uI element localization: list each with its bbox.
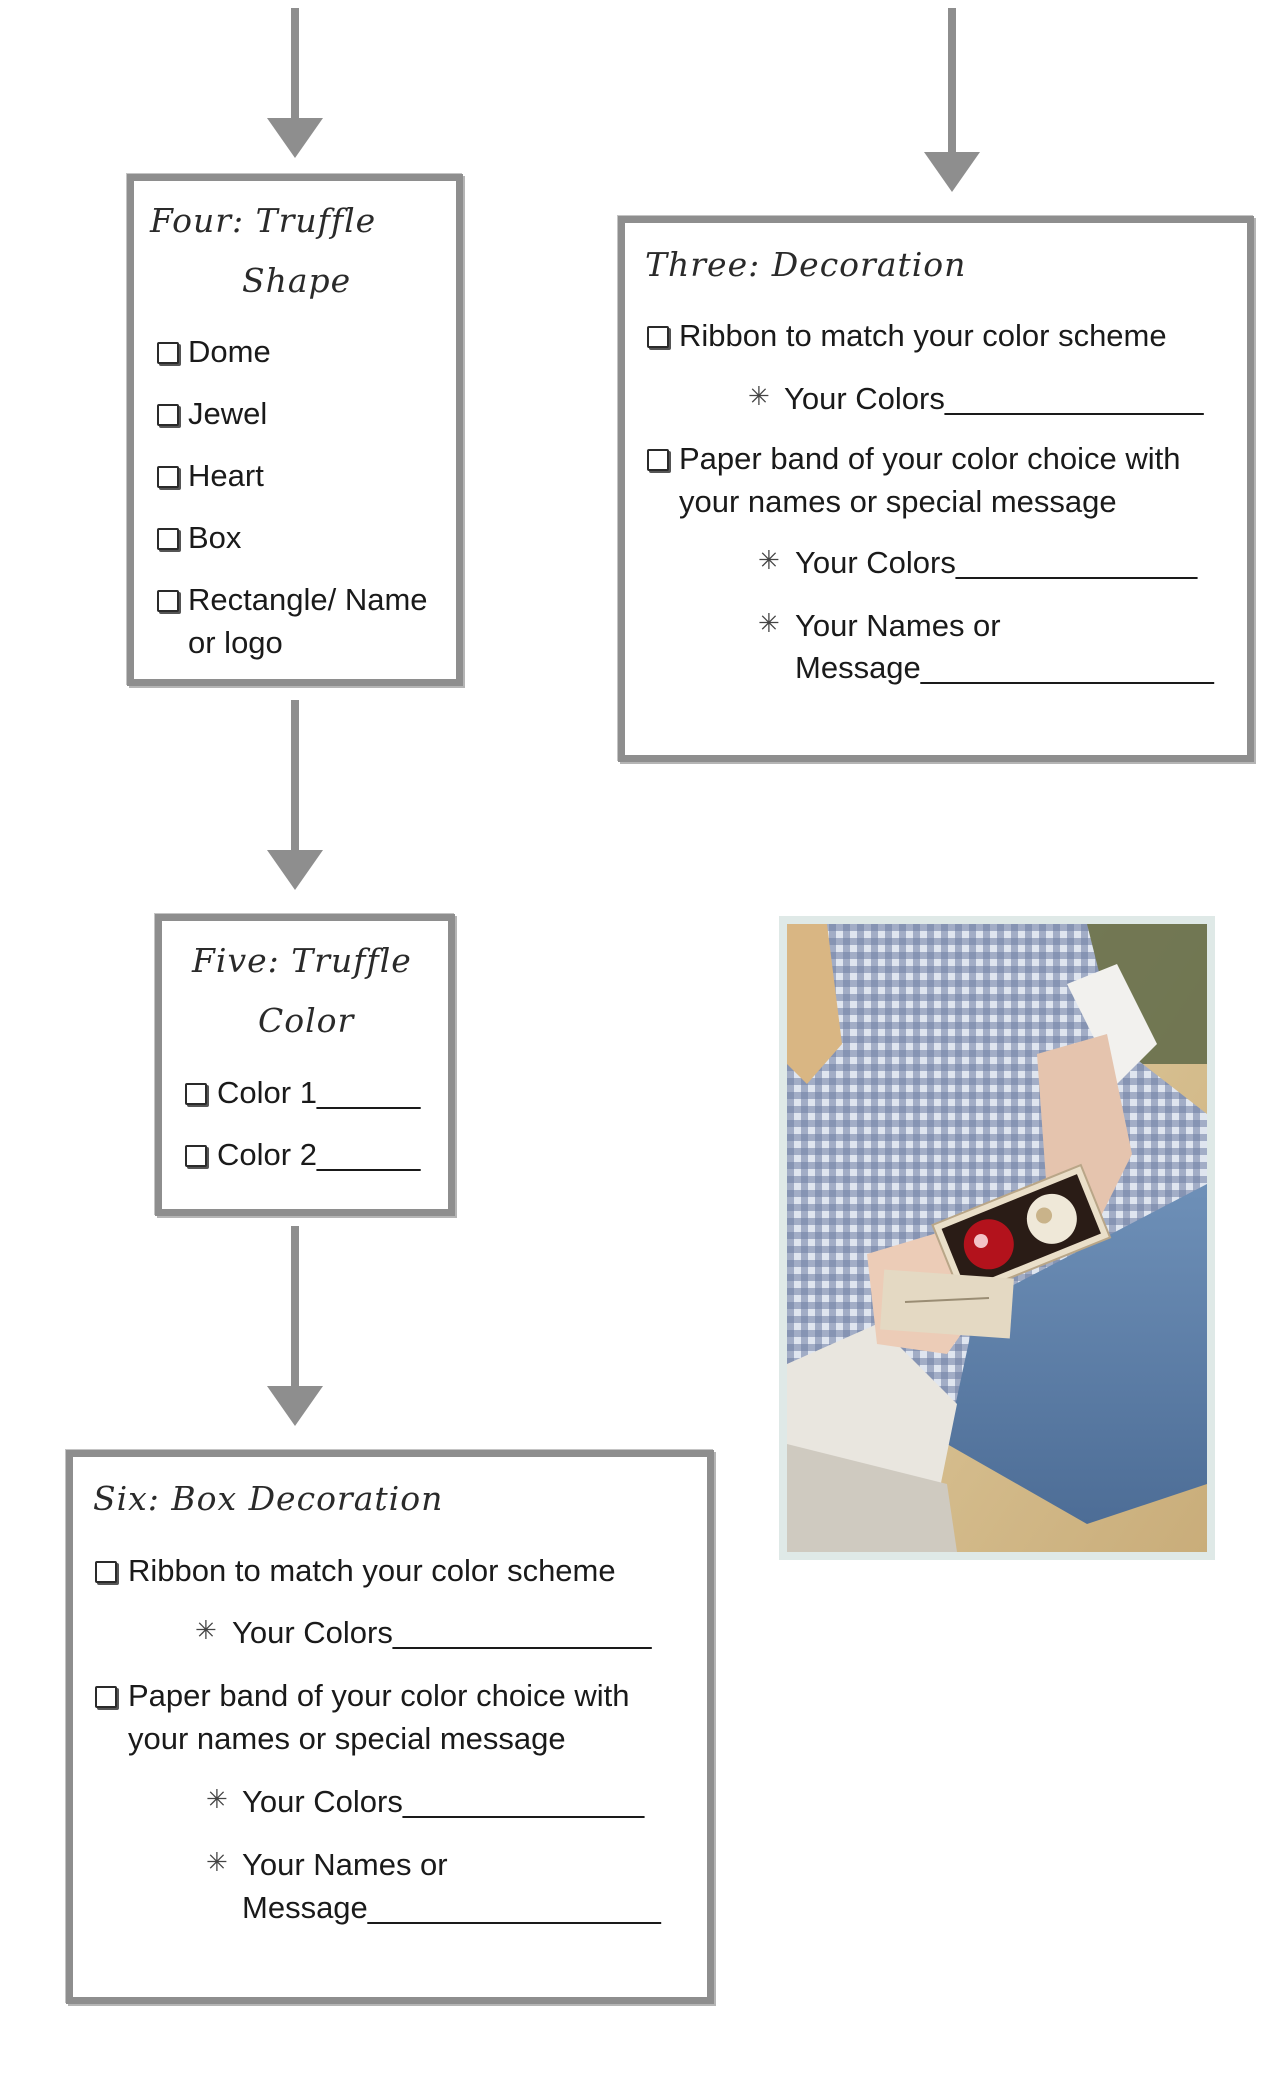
option-box: Box — [188, 520, 242, 555]
ribbon-option: Ribbon to match your color scheme — [128, 1553, 616, 1588]
ribbon-colors-field[interactable]: Your Colors_______________ — [784, 381, 1204, 416]
down-arrow-icon — [267, 8, 323, 158]
band-colors-field[interactable]: Your Colors______________ — [795, 545, 1198, 580]
box-title: Six: Box Decoration — [93, 1479, 444, 1518]
box-decoration-box: Six: Box Decoration Ribbon to match your… — [66, 1450, 714, 2004]
truffle-color-box: Five: Truffle Color Color 1______ Color … — [155, 914, 455, 1216]
band-names-field[interactable]: Your Names or — [242, 1847, 448, 1882]
band-names-field[interactable]: Message_________________ — [795, 650, 1214, 685]
checkbox-icon[interactable] — [157, 404, 179, 426]
checkbox-icon[interactable] — [647, 449, 669, 471]
paper-band-option: your names or special message — [679, 484, 1117, 519]
option-jewel: Jewel — [188, 396, 268, 431]
box-title: Five: Truffle — [192, 941, 412, 980]
option-dome: Dome — [188, 334, 271, 369]
asterisk-icon: ✳ — [748, 381, 770, 411]
box-title: Three: Decoration — [645, 245, 967, 284]
asterisk-icon: ✳ — [758, 608, 780, 638]
checkbox-icon[interactable] — [185, 1083, 207, 1105]
checkbox-icon[interactable] — [95, 1686, 117, 1708]
box-title: Color — [258, 1001, 355, 1040]
down-arrow-icon — [267, 1226, 323, 1426]
paper-band-option: Paper band of your color choice with — [128, 1678, 630, 1713]
box-title: Shape — [242, 261, 352, 300]
down-arrow-icon — [924, 8, 980, 192]
option-heart: Heart — [188, 458, 264, 493]
checkbox-icon[interactable] — [647, 326, 669, 348]
option-rectangle: or logo — [188, 625, 283, 660]
truffle-photo — [779, 916, 1215, 1560]
checkbox-icon[interactable] — [157, 342, 179, 364]
paper-band-option: Paper band of your color choice with — [679, 441, 1181, 476]
option-rectangle: Rectangle/ Name — [188, 582, 428, 617]
band-names-field[interactable]: Message_________________ — [242, 1890, 661, 1925]
asterisk-icon: ✳ — [195, 1615, 217, 1645]
checkbox-icon[interactable] — [157, 466, 179, 488]
color-2-field[interactable]: Color 2______ — [217, 1137, 421, 1172]
band-names-field[interactable]: Your Names or — [795, 608, 1001, 643]
asterisk-icon: ✳ — [206, 1784, 228, 1814]
asterisk-icon: ✳ — [206, 1847, 228, 1877]
checkbox-icon[interactable] — [185, 1145, 207, 1167]
truffle-photo-image — [787, 924, 1207, 1552]
band-colors-field[interactable]: Your Colors______________ — [242, 1784, 645, 1819]
truffle-shape-box: Four: Truffle Shape Dome Jewel Heart Box… — [127, 174, 463, 686]
box-title: Four: Truffle — [150, 201, 377, 240]
color-1-field[interactable]: Color 1______ — [217, 1075, 421, 1110]
ribbon-option: Ribbon to match your color scheme — [679, 318, 1167, 353]
decoration-box: Three: Decoration Ribbon to match your c… — [618, 216, 1254, 762]
checkbox-icon[interactable] — [157, 590, 179, 612]
checkbox-icon[interactable] — [157, 528, 179, 550]
down-arrow-icon — [267, 700, 323, 890]
checkbox-icon[interactable] — [95, 1561, 117, 1583]
ribbon-colors-field[interactable]: Your Colors_______________ — [232, 1615, 652, 1650]
paper-band-option: your names or special message — [128, 1721, 566, 1756]
asterisk-icon: ✳ — [758, 545, 780, 575]
